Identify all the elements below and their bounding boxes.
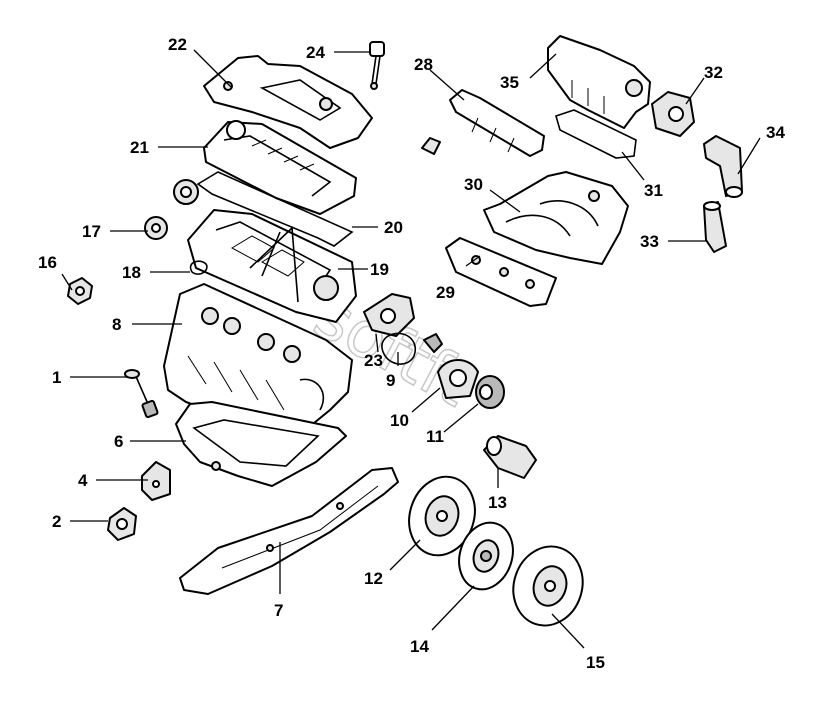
part-exhaust-manifold [483, 171, 629, 265]
part-starter [483, 435, 537, 479]
callout-8: 8 [112, 315, 121, 334]
callout-23: 23 [364, 351, 383, 370]
part-pipe-elbow [703, 135, 743, 198]
callout-29: 29 [436, 283, 455, 302]
part-clutch-disc [458, 521, 514, 591]
part-pulley [475, 375, 505, 409]
callout-31: 31 [644, 181, 663, 200]
callout-35: 35 [500, 73, 519, 92]
part-small-gasket [189, 260, 208, 275]
part-throttle-body [651, 91, 695, 137]
part-exhaust-gasket [445, 237, 557, 307]
callout-4: 4 [78, 471, 88, 490]
callout-10: 10 [390, 411, 409, 430]
part-valve-gasket [196, 171, 354, 247]
callout-22: 22 [168, 35, 187, 54]
part-fitting [423, 333, 443, 353]
part-nut [67, 277, 93, 305]
part-thermostat-housing [363, 293, 415, 337]
part-manifold-gasket [555, 109, 637, 159]
callout-16: 16 [38, 253, 57, 272]
callout-12: 12 [364, 569, 383, 588]
callout-15: 15 [586, 653, 605, 672]
part-injector [421, 137, 441, 155]
part-water-pump [437, 359, 479, 399]
part-intake-manifold [547, 35, 651, 129]
callout-9: 9 [386, 371, 395, 390]
part-engine-cover [203, 55, 373, 149]
part-dipstick [124, 369, 159, 419]
part-flywheel [408, 475, 476, 557]
part-oil-pan [175, 401, 347, 487]
part-hose [703, 201, 727, 253]
callout-21: 21 [130, 138, 149, 157]
callout-1: 1 [52, 368, 61, 387]
part-cylinder-head [187, 209, 357, 323]
part-cam-sprocket [173, 179, 199, 205]
callout-20: 20 [384, 218, 403, 237]
part-engine-mount [107, 507, 137, 541]
callout-28: 28 [414, 55, 433, 74]
callout-34: 34 [766, 123, 785, 142]
callout-labels: 1 2 4 6 7 8 9 10 11 12 13 14 15 16 17 18… [38, 35, 785, 672]
callout-2: 2 [52, 512, 61, 531]
part-pressure-plate [512, 545, 584, 627]
callout-30: 30 [464, 175, 483, 194]
callout-11: 11 [426, 427, 444, 446]
callout-14: 14 [410, 637, 429, 656]
part-fuel-rail [449, 89, 545, 157]
part-gear [144, 216, 168, 240]
part-valve-cover [203, 120, 357, 215]
callout-17: 17 [82, 222, 101, 241]
part-gasket-ring [381, 332, 417, 365]
callout-32: 32 [704, 63, 723, 82]
callout-19: 19 [370, 260, 389, 279]
callout-24: 24 [306, 43, 325, 62]
callout-33: 33 [640, 232, 659, 251]
part-subframe [179, 467, 399, 595]
callout-18: 18 [122, 263, 141, 282]
part-engine-block [163, 283, 353, 437]
callout-13: 13 [488, 493, 507, 512]
part-mount-bracket [141, 461, 171, 501]
part-sensor-tube [369, 41, 385, 90]
callout-6: 6 [114, 432, 123, 451]
leader-lines [61, 49, 761, 649]
callout-7: 7 [274, 601, 283, 620]
